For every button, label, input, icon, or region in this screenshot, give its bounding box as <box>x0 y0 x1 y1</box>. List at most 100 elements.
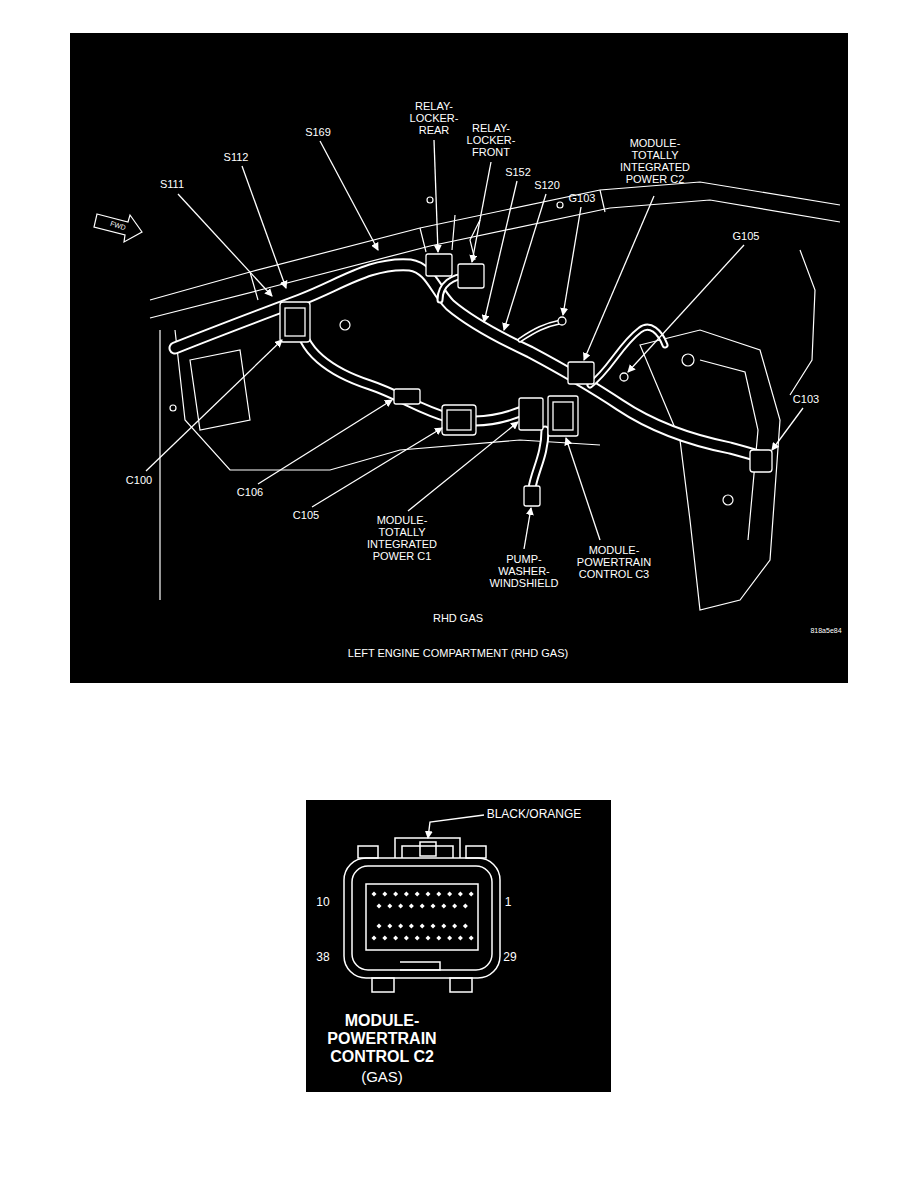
leader-line <box>472 162 491 262</box>
ground-label: G103 <box>569 192 596 204</box>
pin-cavity-marker <box>441 904 446 909</box>
pin-cavity-marker <box>452 924 457 929</box>
pin-number: 1 <box>505 896 512 909</box>
component-label: RELAY- LOCKER- REAR <box>410 100 459 136</box>
component-label: PUMP- WASHER- WINDSHIELD <box>489 553 558 589</box>
component-label: RELAY- LOCKER- FRONT <box>467 122 516 158</box>
connector-view-ground <box>306 800 611 1092</box>
connector-face <box>447 410 471 430</box>
pin-grid <box>372 892 474 941</box>
leader-line <box>434 140 438 252</box>
component-label: MODULE- POWERTRAIN CONTROL C3 <box>572 544 656 580</box>
pin-cavity-marker <box>426 892 431 897</box>
pin-cavity-marker <box>420 924 425 929</box>
panel-opening <box>190 350 250 430</box>
harness-outline <box>300 320 535 421</box>
pin-number: 29 <box>503 951 516 964</box>
pin-cavity-marker <box>382 936 387 941</box>
leader-line <box>566 438 600 540</box>
pin-cavity-marker <box>452 904 457 909</box>
pin-cavity-marker <box>441 924 446 929</box>
pin-number: 10 <box>316 896 329 909</box>
splice-label: S112 <box>224 151 249 163</box>
pin-cavity-marker <box>436 892 441 897</box>
pin-cavity-marker <box>431 904 436 909</box>
connector-c2-face <box>344 838 500 992</box>
pin-cavity-marker <box>426 936 431 941</box>
pin-cavity-marker <box>447 892 452 897</box>
figure-caption: LEFT ENGINE COMPARTMENT (RHD GAS) <box>348 647 568 659</box>
splice-label: S111 <box>160 178 184 190</box>
keyway <box>400 962 440 970</box>
pin-cavity-marker <box>420 904 425 909</box>
harness-core <box>300 320 535 421</box>
wiring-harness <box>175 265 765 488</box>
leader-line <box>258 400 392 484</box>
bolt <box>427 197 433 203</box>
harness-core <box>175 265 765 458</box>
connector-tipm-c2 <box>568 362 594 384</box>
harness-core <box>590 327 665 385</box>
connector-face <box>285 308 305 336</box>
harness-core <box>532 430 545 488</box>
bolt <box>340 320 350 330</box>
pin-cavity-marker <box>415 936 420 941</box>
leader-line <box>312 428 442 507</box>
connector-latch <box>395 838 460 858</box>
connector-c106 <box>394 389 420 404</box>
pin-cavity-marker <box>469 892 474 897</box>
latch-tab <box>420 842 436 856</box>
ground-wire-core <box>520 322 560 340</box>
pin-number: 38 <box>316 951 329 964</box>
harness-outline <box>532 430 545 488</box>
leader-line <box>772 408 803 450</box>
leader-line <box>320 141 378 250</box>
connector-title: MODULE- POWERTRAIN CONTROL C2 <box>317 1012 447 1066</box>
connector-label: C103 <box>793 393 819 405</box>
relay-locker-front <box>458 264 484 288</box>
pin-cavity-marker <box>463 904 468 909</box>
cowl-edge <box>150 200 840 318</box>
pin-cavity-marker <box>404 936 409 941</box>
ground-label: G105 <box>733 230 760 242</box>
connector-c103 <box>750 450 772 472</box>
pin-cavity-marker <box>393 936 398 941</box>
pin-cavity-marker <box>458 892 463 897</box>
pin-cavity-marker <box>404 892 409 897</box>
pin-cavity-marker <box>431 924 436 929</box>
ground-g103 <box>558 317 566 325</box>
component-label: MODULE- TOTALLY INTEGRATED POWER C1 <box>367 514 437 562</box>
pin-cavity-marker <box>409 924 414 929</box>
splice-label: S169 <box>305 126 331 138</box>
connector-face <box>553 402 573 430</box>
pin-cavity-marker <box>387 924 392 929</box>
figure-code: 818a5e84 <box>810 627 841 635</box>
pin-cavity-marker <box>463 924 468 929</box>
shell-tab <box>358 846 378 858</box>
washer-pump-connector <box>524 486 540 506</box>
leader-line <box>408 422 518 511</box>
leader-line <box>584 196 654 360</box>
pin-cavity-marker <box>458 936 463 941</box>
leader-line <box>146 340 282 471</box>
pin-cavity-marker <box>447 936 452 941</box>
pin-cavity-marker <box>372 892 377 897</box>
body-structure <box>150 182 840 610</box>
pin-cavity-marker <box>398 924 403 929</box>
connector-pcm-c3 <box>548 396 578 436</box>
leader-line <box>563 207 581 315</box>
fender-edge <box>790 250 815 395</box>
ground-wire <box>520 322 560 340</box>
shell-tab <box>450 978 472 992</box>
harness-outline <box>175 265 765 458</box>
component-label: MODULE- TOTALLY INTEGRATED POWER C2 <box>620 137 690 185</box>
bracket <box>452 215 480 260</box>
relay-locker-rear <box>426 254 452 276</box>
pin-cavity-marker <box>377 924 382 929</box>
leader-line <box>504 194 546 330</box>
bolt <box>723 495 733 505</box>
connector-c105 <box>442 405 476 435</box>
pin-cavity-marker <box>382 892 387 897</box>
